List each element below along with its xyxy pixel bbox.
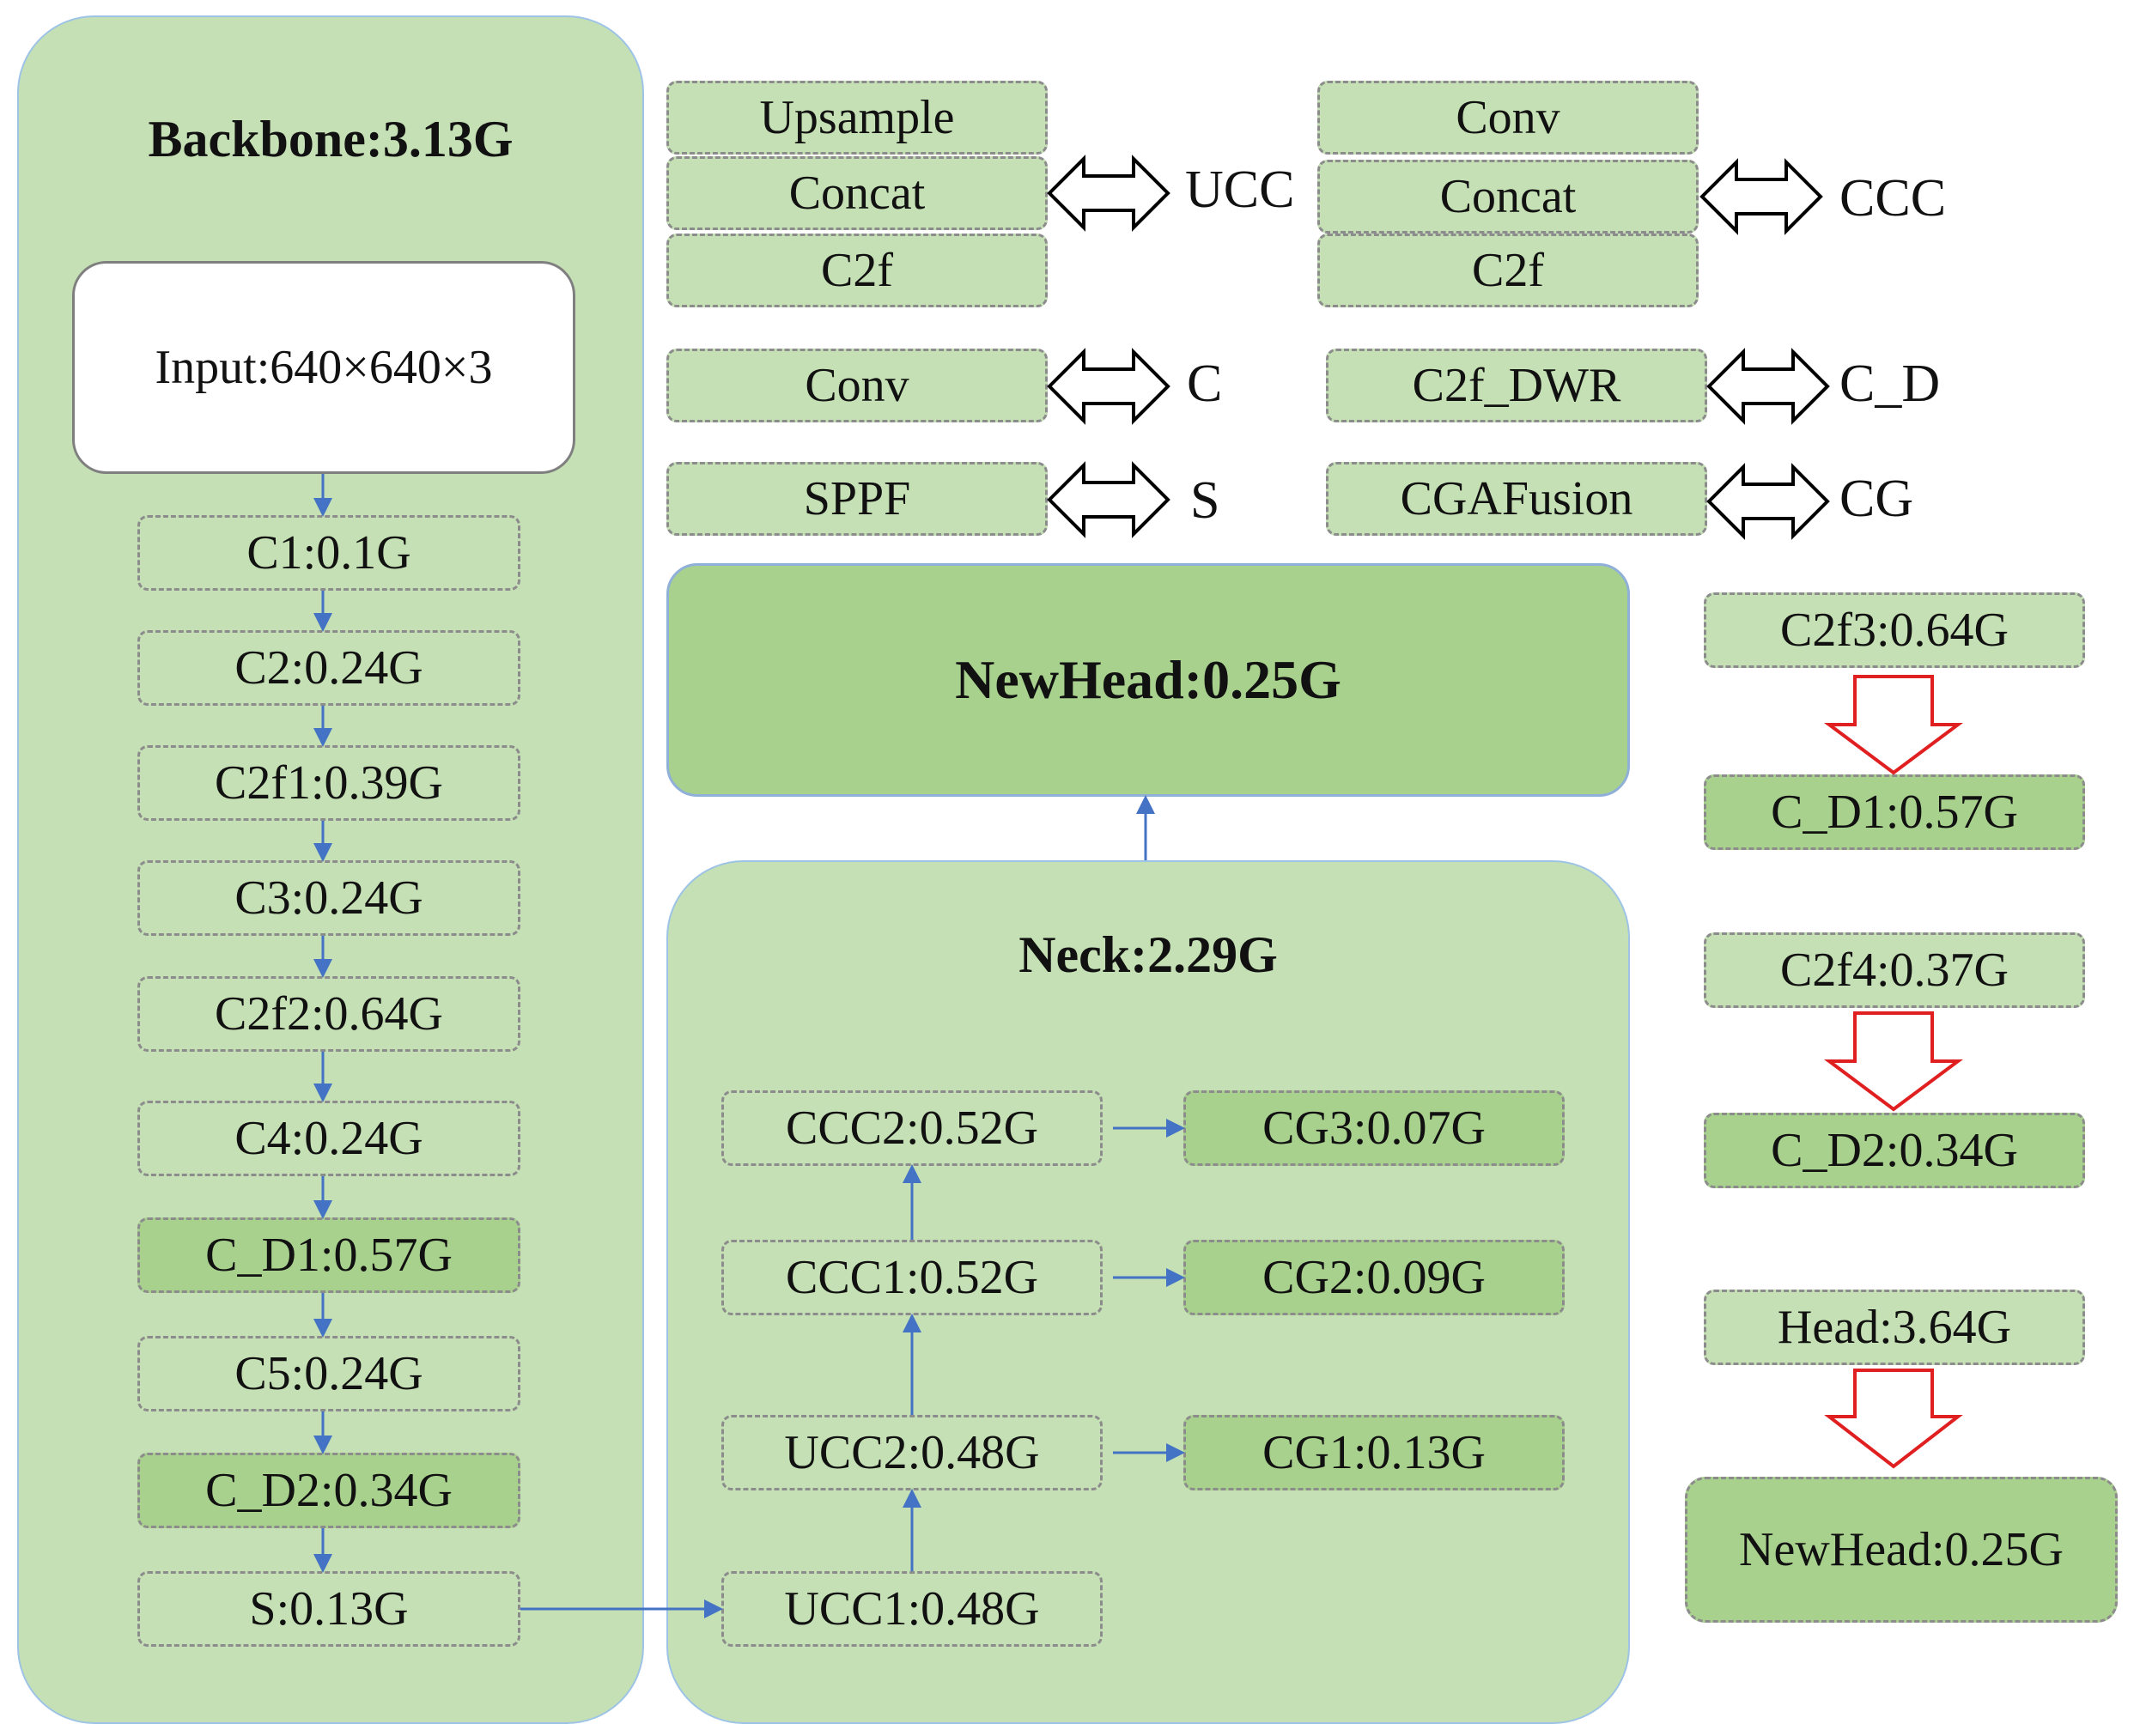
legend-sppf: SPPF [666,462,1048,536]
backbone-node-c4: C4:0.24G [137,1101,520,1176]
legend-conv-ccc: Conv [1317,81,1699,155]
legend-concat-ucc: Concat [666,156,1048,230]
neck-arrows [903,795,1185,1571]
legend-cgafusion: CGAFusion [1326,462,1707,536]
backbone-node-c1: C1:0.1G [137,515,520,591]
red-arrow-3 [1824,1369,1963,1469]
newhead-box: NewHead:0.25G [666,563,1630,797]
double-arrow-c [1047,348,1170,425]
backbone-node-cd2: C_D2:0.34G [137,1453,520,1528]
legend-c2f-dwr: C2f_DWR [1326,349,1707,422]
neck-title: Neck:2.29G [1018,926,1278,983]
backbone-title: Backbone:3.13G [148,111,514,167]
backbone-node-c2f2: C2f2:0.64G [137,976,520,1052]
replace-to-cd1: C_D1:0.57G [1704,774,2085,850]
backbone-node-cd1: C_D1:0.57G [137,1217,520,1293]
replace-from-head: Head:3.64G [1704,1290,2085,1365]
red-arrow-1 [1823,675,1964,775]
double-arrow-s [1047,461,1170,538]
double-arrow-ccc [1699,158,1823,235]
backbone-node-c5: C5:0.24G [137,1336,520,1411]
legend-c2f-ccc: C2f [1317,234,1699,307]
neck-node-ucc2: UCC2:0.48G [721,1415,1103,1490]
backbone-node-c2: C2:0.24G [137,630,520,706]
legend-label-c: C [1187,355,1223,413]
legend-label-s: S [1190,471,1220,530]
neck-node-cg2: CG2:0.09G [1183,1240,1565,1315]
legend-label-ucc: UCC [1185,161,1295,219]
legend-upsample: Upsample [666,81,1048,155]
neck-node-ucc1: UCC1:0.48G [721,1571,1103,1647]
red-arrow-2 [1823,1011,1964,1112]
legend-c2f-ucc: C2f [666,234,1048,307]
input-node: Input:640×640×3 [72,261,575,474]
legend-label-ccc: CCC [1839,169,1947,228]
replace-to-newhead: NewHead:0.25G [1685,1477,2118,1623]
replace-from-c2f3: C2f3:0.64G [1704,592,2085,668]
double-arrow-cg [1706,463,1830,540]
legend-label-cg: CG [1839,470,1914,528]
backbone-node-c3: C3:0.24G [137,860,520,936]
double-arrow-ucc [1047,155,1170,232]
backbone-node-sppf: S:0.13G [137,1571,520,1647]
replace-from-c2f4: C2f4:0.37G [1704,932,2085,1008]
legend-concat-ccc: Concat [1317,160,1699,234]
replace-to-cd2: C_D2:0.34G [1704,1113,2085,1188]
neck-node-ccc2: CCC2:0.52G [721,1090,1103,1166]
legend-conv: Conv [666,349,1048,422]
double-arrow-cd [1706,348,1830,425]
neck-node-cg3: CG3:0.07G [1183,1090,1565,1166]
legend-label-cd: C_D [1839,355,1941,413]
